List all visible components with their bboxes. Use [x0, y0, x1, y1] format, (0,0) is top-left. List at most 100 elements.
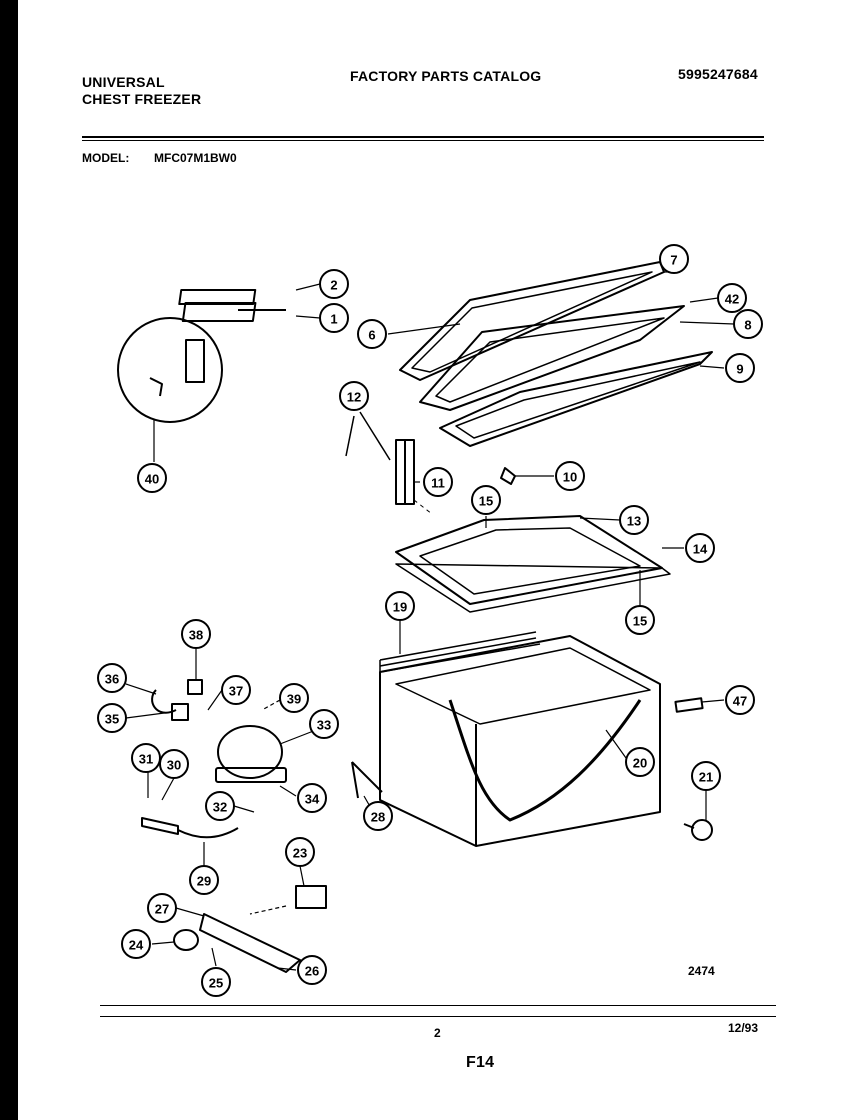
- callout-number: 19: [393, 600, 407, 615]
- condenser-coil: [379, 631, 541, 740]
- callout-circle: [159, 749, 189, 779]
- callout-circle: [659, 244, 689, 274]
- callout-circle: [297, 955, 327, 985]
- callout-number: 20: [633, 756, 647, 771]
- callout-29: 29: [189, 865, 219, 895]
- callout-14: 14: [685, 533, 715, 563]
- callout-38: 38: [181, 619, 211, 649]
- callout-circle: [131, 743, 161, 773]
- callout-37: 37: [221, 675, 251, 705]
- callout-circle: [691, 761, 721, 791]
- callout-2: 2: [319, 269, 349, 299]
- figure-number: 2474: [688, 964, 715, 978]
- control-panel: [173, 913, 301, 973]
- callout-number: 12: [347, 390, 361, 405]
- callout-number: 1: [330, 312, 337, 327]
- callout-circle: [97, 703, 127, 733]
- callout-number: 24: [129, 938, 144, 953]
- callout-6: 6: [357, 319, 387, 349]
- callout-number: 30: [167, 758, 181, 773]
- footer-rule: [100, 1005, 776, 1006]
- callout-circle: [385, 591, 415, 621]
- footer-date: 12/93: [728, 1021, 759, 1035]
- leg-part: [683, 819, 713, 841]
- callout-circle: [285, 837, 315, 867]
- detail-inset: [117, 317, 223, 423]
- model-label: MODEL:: [82, 151, 130, 165]
- callout-circle: [221, 675, 251, 705]
- thermostat: [295, 885, 327, 909]
- callout-circle: [339, 381, 369, 411]
- callout-circle: [555, 461, 585, 491]
- margin-tick: [0, 259, 18, 260]
- lid-outer-frame: [399, 261, 665, 381]
- callout-1: 1: [319, 303, 349, 333]
- callout-circle: [205, 791, 235, 821]
- lid-gasket: [439, 351, 713, 447]
- catalog-page: UNIVERSAL CHEST FREEZER FACTORY PARTS CA…: [18, 0, 864, 1120]
- callout-33: 33: [309, 709, 339, 739]
- callout-number: 8: [744, 318, 751, 333]
- callout-28: 28: [363, 801, 393, 831]
- callout-circle: [147, 893, 177, 923]
- callout-circle: [733, 309, 763, 339]
- callout-15: 15: [471, 485, 501, 515]
- callout-42: 42: [717, 283, 747, 313]
- callout-number: 7: [670, 253, 677, 268]
- callout-number: 6: [368, 328, 375, 343]
- leader-lines: [125, 271, 735, 971]
- callout-number: 32: [213, 800, 227, 815]
- callout-15b: 15: [625, 605, 655, 635]
- callout-circle: [725, 353, 755, 383]
- model-value: MFC07M1BW0: [154, 151, 237, 165]
- callout-circle: [717, 283, 747, 313]
- callout-group: 1267891011121314151519202123242526272829…: [97, 244, 763, 997]
- compressor: [215, 725, 287, 783]
- hinge-assembly: [345, 411, 433, 515]
- callout-32: 32: [205, 791, 235, 821]
- callout-number: 36: [105, 672, 119, 687]
- callout-circle: [625, 605, 655, 635]
- footer-rule-2: [100, 1016, 776, 1017]
- margin-tick: [0, 78, 18, 79]
- callout-circle: [201, 967, 231, 997]
- callout-8: 8: [733, 309, 763, 339]
- callout-21: 21: [691, 761, 721, 791]
- callout-number: 33: [317, 718, 331, 733]
- callout-26: 26: [297, 955, 327, 985]
- callout-39: 39: [279, 683, 309, 713]
- catalog-number: 5995247684: [678, 66, 758, 82]
- page-number: 2: [434, 1026, 441, 1040]
- margin-tick: [0, 40, 18, 41]
- breaker-frame: [395, 515, 671, 613]
- drain-part: [351, 761, 383, 799]
- callout-circle: [725, 685, 755, 715]
- callout-31: 31: [131, 743, 161, 773]
- callout-number: 28: [371, 810, 385, 825]
- callout-circle: [619, 505, 649, 535]
- callout-40: 40: [137, 463, 167, 493]
- cabinet-body: [379, 635, 661, 847]
- callout-24: 24: [121, 929, 151, 959]
- callout-30: 30: [159, 749, 189, 779]
- callout-number: 15: [479, 494, 493, 509]
- catalog-title: FACTORY PARTS CATALOG: [350, 68, 542, 84]
- callout-number: 34: [305, 792, 320, 807]
- footer-code: F14: [466, 1054, 495, 1071]
- callout-number: 26: [305, 964, 319, 979]
- callout-47: 47: [725, 685, 755, 715]
- callout-circle: [363, 801, 393, 831]
- callout-11: 11: [423, 467, 453, 497]
- lid-liner: [419, 305, 685, 411]
- callout-circle: [319, 303, 349, 333]
- callout-circle: [279, 683, 309, 713]
- callout-circle: [309, 709, 339, 739]
- callout-circle: [471, 485, 501, 515]
- callout-circle: [97, 663, 127, 693]
- callout-number: 2: [330, 278, 337, 293]
- callout-circle: [685, 533, 715, 563]
- callout-number: 21: [699, 770, 713, 785]
- callout-number: 39: [287, 692, 301, 707]
- callout-circle: [137, 463, 167, 493]
